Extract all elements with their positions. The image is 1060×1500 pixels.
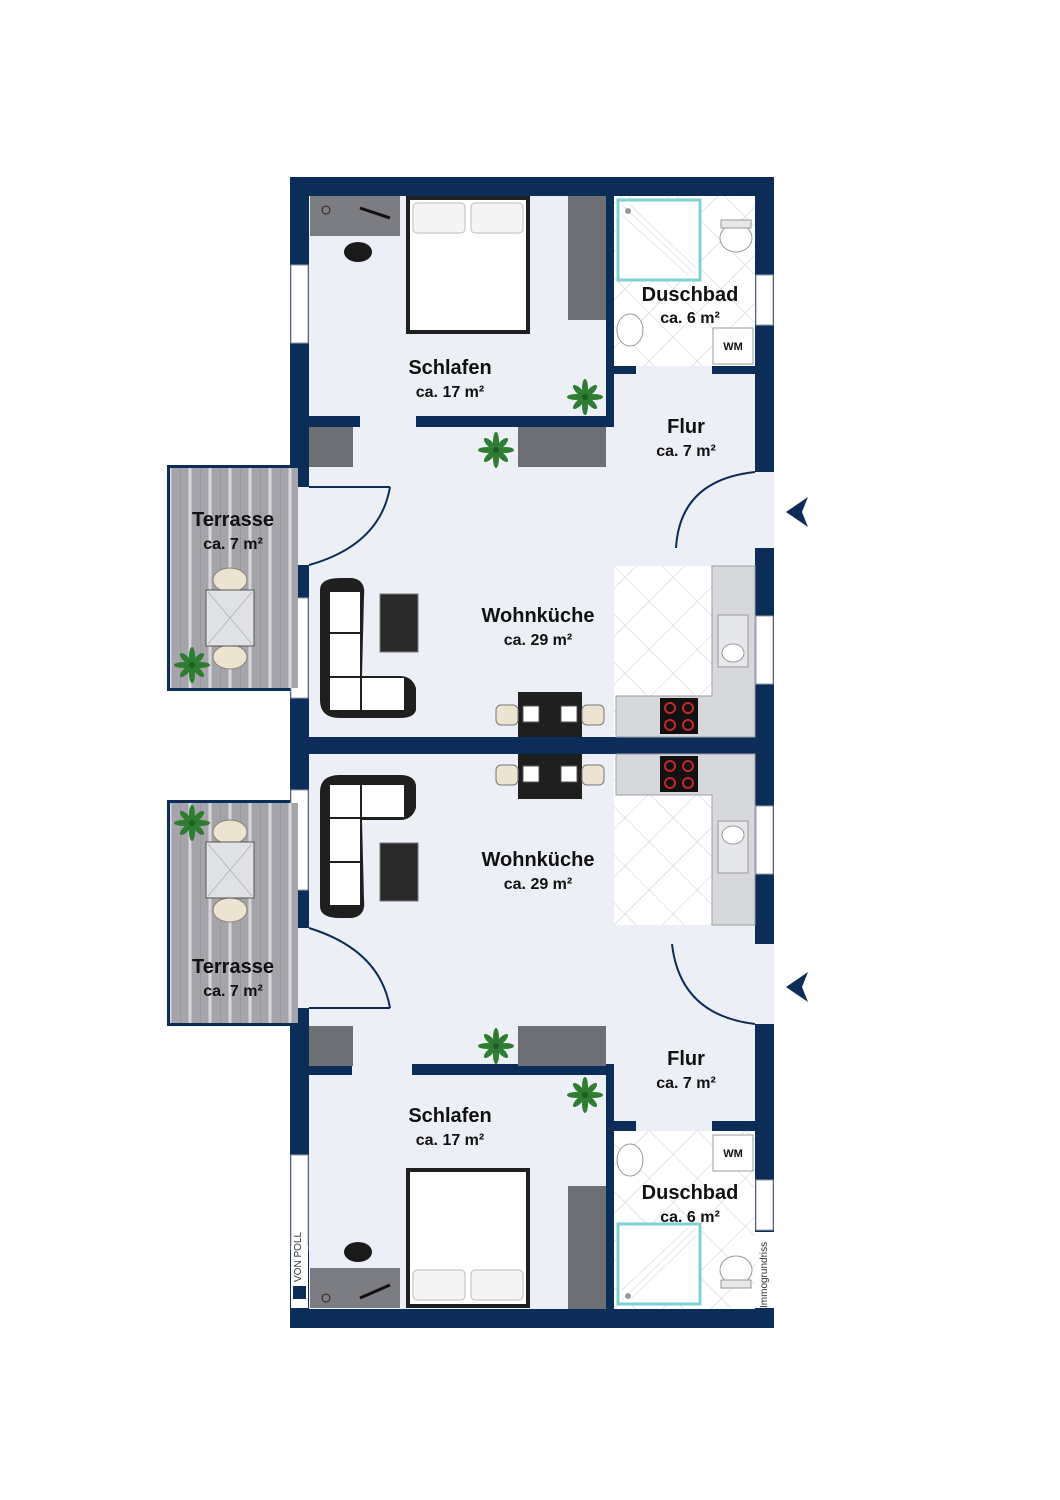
room-area-schlafen-top: ca. 17 m² <box>416 384 484 401</box>
room-area-flur-bottom: ca. 7 m² <box>656 1075 716 1092</box>
room-name-flur-bottom: Flur <box>667 1048 705 1070</box>
room-name-schlafen-bottom: Schlafen <box>408 1105 491 1127</box>
sideboard-bottom-right <box>518 1026 606 1066</box>
room-name-duschbad-bottom: Duschbad <box>642 1182 739 1204</box>
room-name-schlafen-top: Schlafen <box>408 357 491 379</box>
wardrobe-bottom <box>568 1186 606 1309</box>
room-area-terrasse-bottom: ca. 7 m² <box>203 983 263 1000</box>
room-name-terrasse-top: Terrasse <box>192 509 274 531</box>
room-name-flur-top: Flur <box>667 416 705 438</box>
brand-strip <box>755 1232 774 1308</box>
sofa-icon <box>320 775 416 918</box>
room-area-duschbad-top: ca. 6 m² <box>660 310 720 327</box>
toilet-icon <box>719 1255 753 1289</box>
desk-bottom <box>310 1242 400 1308</box>
sink-icon <box>616 313 644 347</box>
kitchen-counter-top <box>615 565 756 738</box>
sink-icon <box>616 1143 644 1177</box>
room-area-wohnkueche-top: ca. 29 m² <box>504 632 572 649</box>
shower-icon <box>616 1222 702 1306</box>
room-name-wohnkueche-bottom: Wohnküche <box>482 849 595 871</box>
sink-icon <box>717 820 749 874</box>
room-area-duschbad-bottom: ca. 6 m² <box>660 1209 720 1226</box>
stove-icon <box>660 698 698 734</box>
entrance-arrow-icon <box>786 497 808 527</box>
logo: VON POLL <box>291 1232 308 1308</box>
terrace-table-bottom <box>205 819 255 923</box>
room-name-wohnkueche-top: Wohnküche <box>482 605 595 627</box>
room-area-wohnkueche-bottom: ca. 29 m² <box>504 876 572 893</box>
room-name-terrasse-bottom: Terrasse <box>192 956 274 978</box>
sideboard-top-left <box>309 427 353 467</box>
svg-text:VON POLL: VON POLL <box>293 1232 304 1282</box>
room-area-schlafen-bottom: ca. 17 m² <box>416 1132 484 1149</box>
door-swings <box>308 471 756 1025</box>
washer-label-bottom: WM <box>723 1148 743 1160</box>
sideboard-bottom-left <box>309 1026 353 1066</box>
kitchen-counter-bottom <box>615 753 756 926</box>
sideboard-top-right <box>518 427 606 467</box>
washer-label-top: WM <box>723 341 743 353</box>
room-name-duschbad-top: Duschbad <box>642 284 739 306</box>
bed-icon <box>406 1168 530 1308</box>
wardrobe-top <box>568 196 606 320</box>
dining-table-top <box>495 692 605 737</box>
room-area-flur-top: ca. 7 m² <box>656 443 716 460</box>
coffee-table-top <box>379 593 419 653</box>
room-area-terrasse-top: ca. 7 m² <box>203 536 263 553</box>
desk-top <box>310 196 400 262</box>
sink-icon <box>717 614 749 668</box>
coffee-table-bottom <box>379 842 419 902</box>
washer-top <box>712 327 754 365</box>
terrace-table-top <box>205 567 255 670</box>
sofa-icon <box>320 578 416 718</box>
entrance-arrow-icon <box>786 972 808 1002</box>
brand-vertical-text: Immogrundriss <box>759 1242 770 1308</box>
flur-bottom-floor <box>614 941 755 1121</box>
shower-icon <box>616 198 702 282</box>
toilet-icon <box>719 219 753 253</box>
dining-table-bottom <box>495 754 605 799</box>
washer-bottom <box>712 1134 754 1172</box>
stove-icon <box>660 756 698 792</box>
bed-icon <box>406 196 530 334</box>
